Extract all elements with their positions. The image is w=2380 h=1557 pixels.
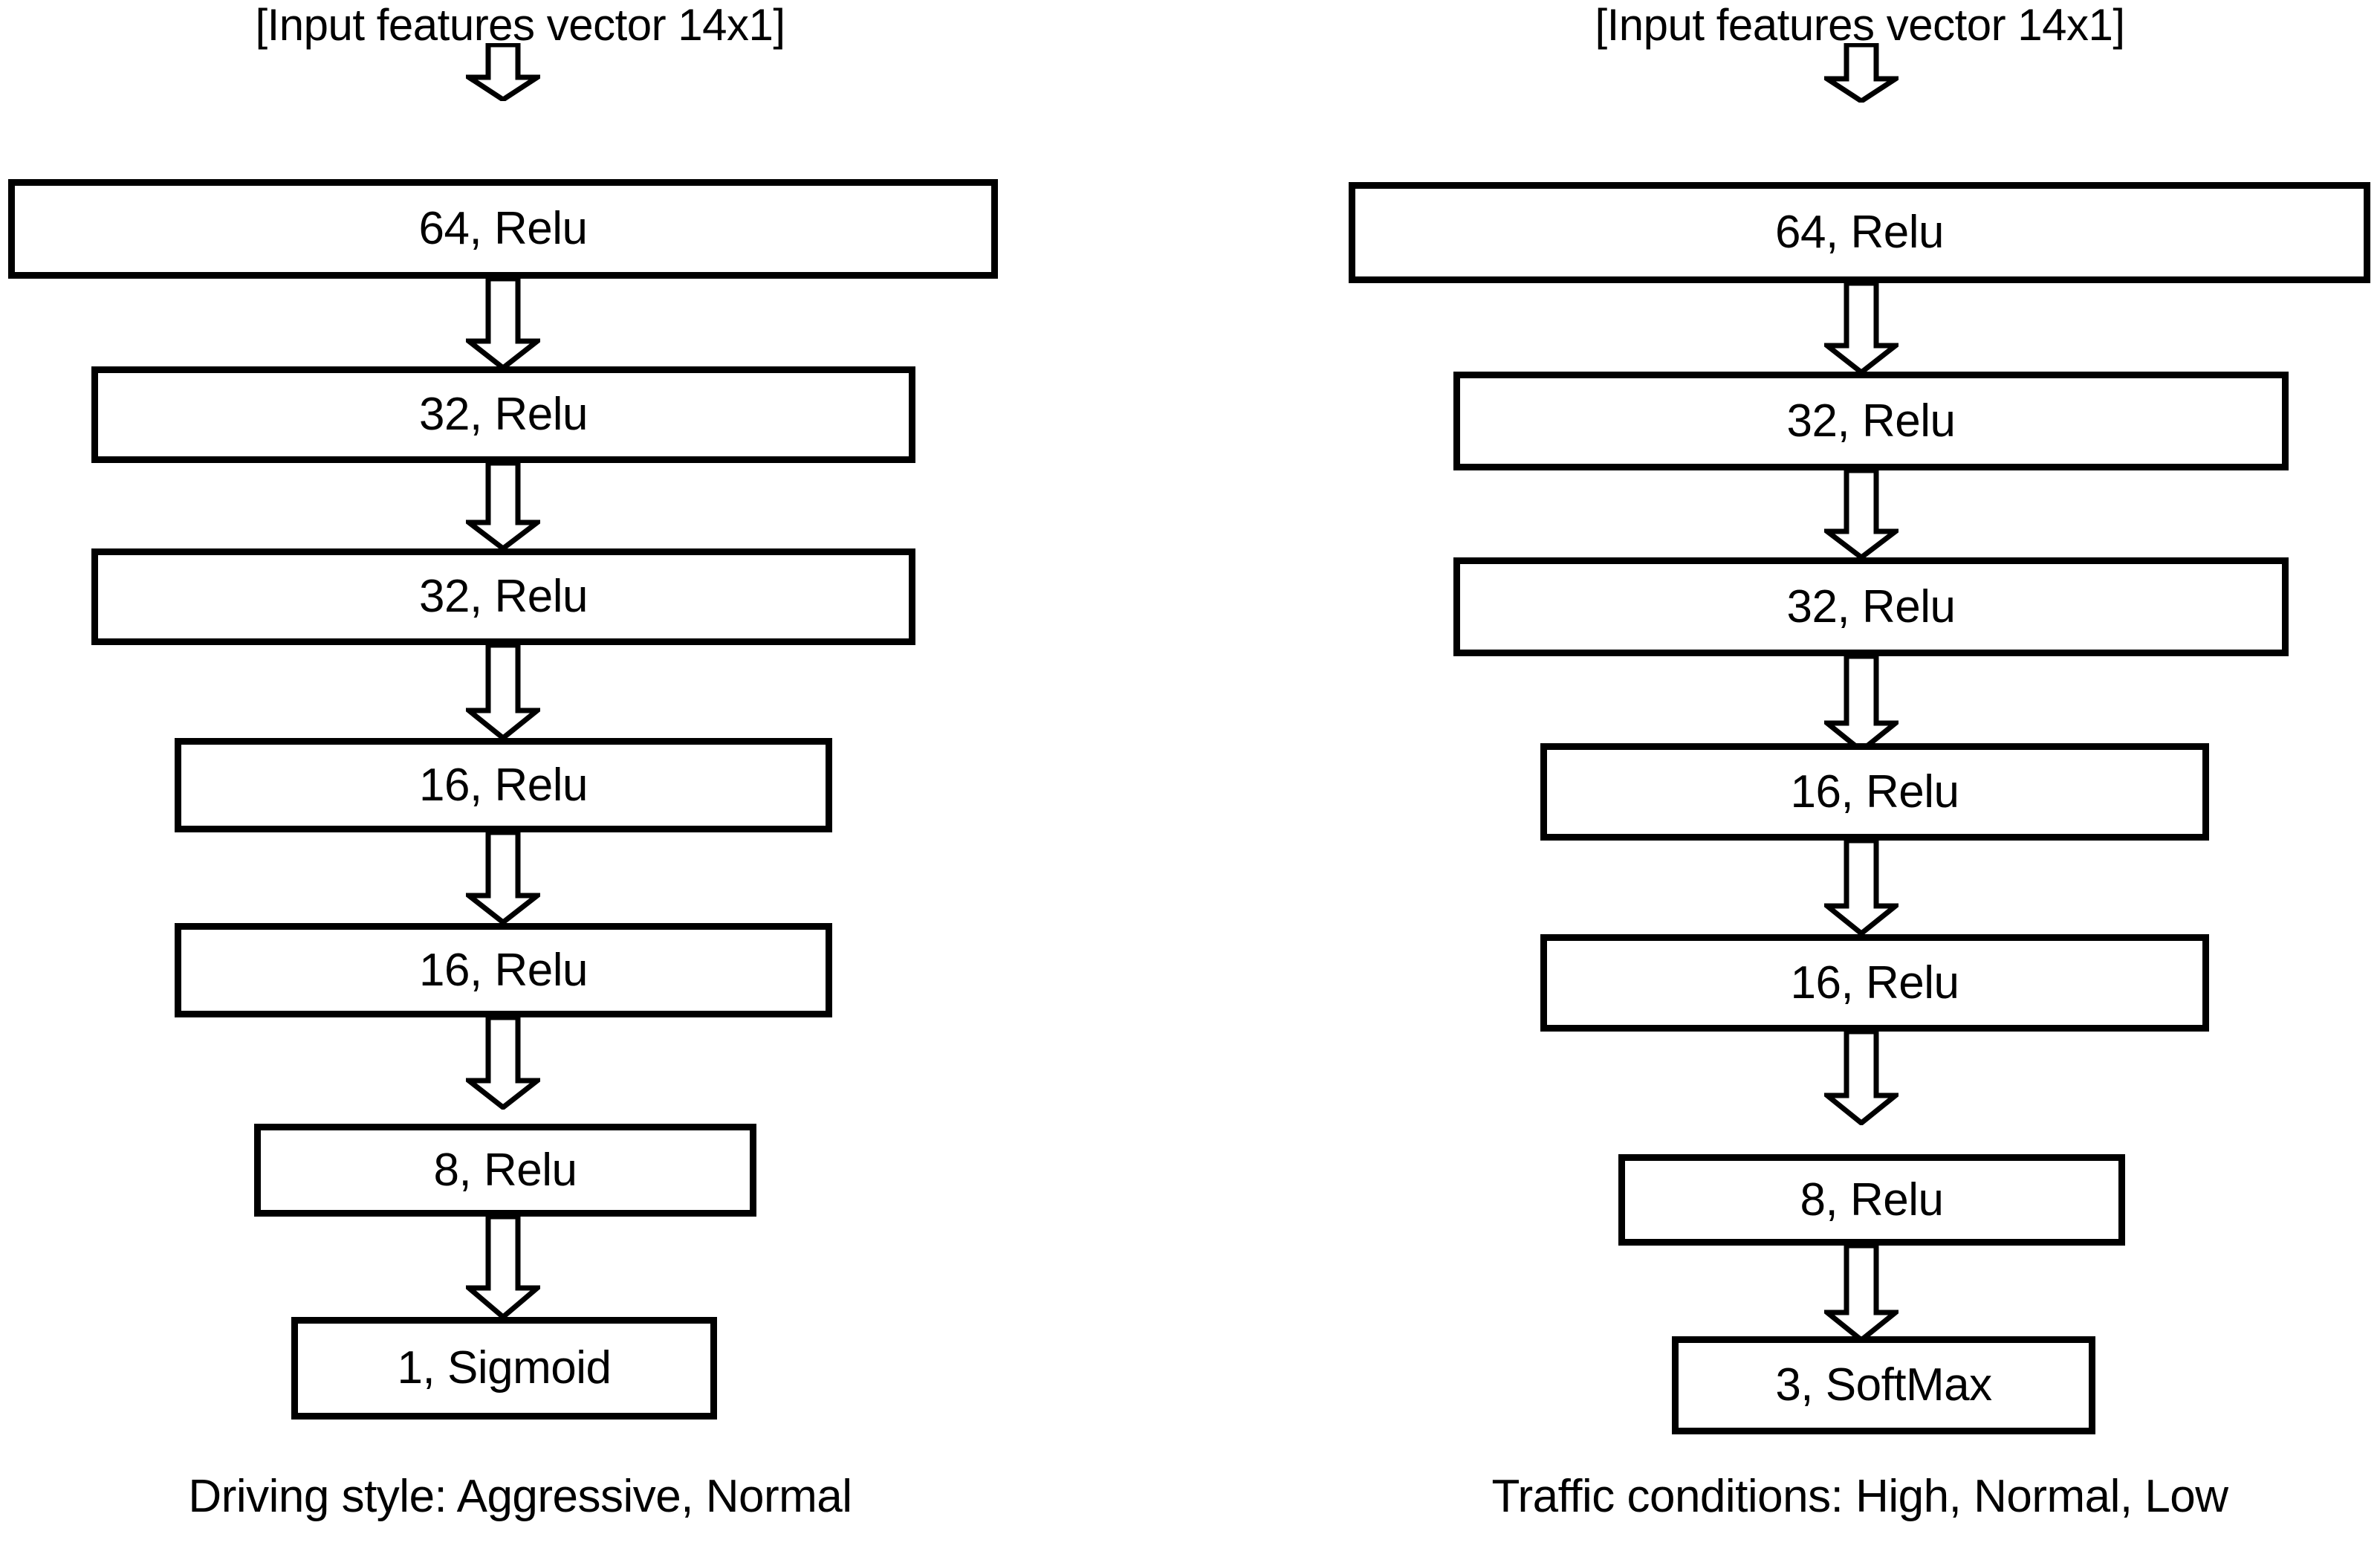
traffic-conditions-network-diagram: [Input features vector 14x1] 64, Relu 32… — [1340, 0, 2380, 1557]
flow-arrow-layer-1-to-2 — [466, 462, 540, 551]
layer-box-output: 3, SoftMax — [1672, 1336, 2095, 1434]
layer-box-output: 1, Sigmoid — [291, 1317, 717, 1420]
layer-label-3: 16, Relu — [419, 759, 588, 811]
layer-box-2: 32, Relu — [1453, 557, 2289, 656]
layer-label-3: 16, Relu — [1790, 765, 1959, 818]
flow-arrow-layer-5-to-output — [466, 1215, 540, 1319]
flow-arrow-layer-1-to-2 — [1824, 469, 1899, 560]
layer-box-2: 32, Relu — [91, 548, 915, 645]
layer-label-1: 32, Relu — [419, 389, 588, 440]
driving-style-network-diagram: [Input features vector 14x1] 64, Relu 32… — [0, 0, 1040, 1557]
layer-box-5: 8, Relu — [254, 1124, 756, 1217]
layer-box-1: 32, Relu — [1453, 372, 2289, 470]
flow-arrow-input-to-layer-0 — [466, 43, 540, 101]
layer-box-1: 32, Relu — [91, 366, 915, 463]
output-caption: Traffic conditions: High, Normal, Low — [1491, 1471, 2228, 1522]
flow-arrow-layer-3-to-4 — [466, 831, 540, 925]
input-features-label: [Input features vector 14x1] — [255, 0, 785, 50]
input-features-label: [Input features vector 14x1] — [1595, 0, 2125, 50]
layer-label-4: 16, Relu — [1790, 956, 1959, 1009]
layer-label-2: 32, Relu — [1786, 580, 1956, 632]
layer-box-0: 64, Relu — [8, 179, 998, 279]
layer-label-0: 64, Relu — [418, 203, 588, 254]
flow-arrow-layer-0-to-1 — [1824, 282, 1899, 375]
output-caption: Driving style: Aggressive, Normal — [188, 1471, 852, 1522]
layer-label-5: 8, Relu — [433, 1144, 577, 1196]
flow-arrow-layer-3-to-4 — [1824, 839, 1899, 936]
layer-box-4: 16, Relu — [175, 923, 832, 1017]
layer-box-3: 16, Relu — [175, 738, 832, 832]
layer-label-5: 8, Relu — [1800, 1174, 1944, 1226]
layer-label-output: 1, Sigmoid — [397, 1342, 612, 1393]
flow-arrow-layer-4-to-5 — [1824, 1030, 1899, 1125]
layer-box-0: 64, Relu — [1349, 182, 2370, 283]
layer-box-3: 16, Relu — [1540, 743, 2209, 841]
flow-arrow-layer-4-to-5 — [466, 1016, 540, 1110]
layer-label-output: 3, SoftMax — [1775, 1359, 1992, 1411]
flow-arrow-layer-5-to-output — [1824, 1244, 1899, 1342]
flow-arrow-layer-2-to-3 — [466, 644, 540, 740]
flow-arrow-input-to-layer-0 — [1824, 43, 1899, 103]
flow-arrow-layer-2-to-3 — [1824, 655, 1899, 753]
flow-arrow-layer-0-to-1 — [466, 277, 540, 370]
layer-label-0: 64, Relu — [1775, 207, 1944, 258]
layer-box-4: 16, Relu — [1540, 934, 2209, 1032]
layer-label-4: 16, Relu — [419, 944, 588, 996]
layer-box-5: 8, Relu — [1618, 1154, 2125, 1246]
layer-label-1: 32, Relu — [1786, 395, 1956, 447]
layer-label-2: 32, Relu — [419, 571, 588, 622]
